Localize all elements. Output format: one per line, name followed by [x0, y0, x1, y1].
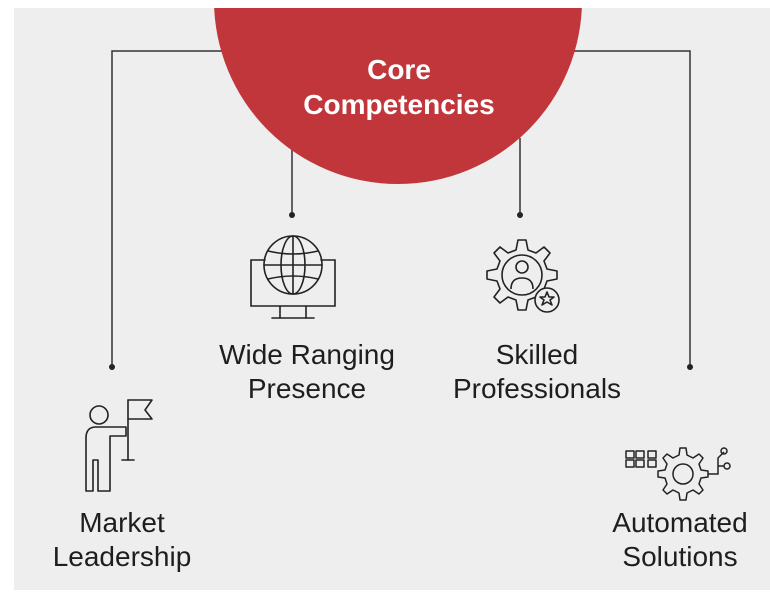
label-automated-solutions: Automated Solutions [580, 506, 770, 574]
automation-gear-icon [625, 447, 731, 501]
connector-dots [109, 212, 693, 370]
diagram-graphic [85, 8, 731, 501]
label-line: Automated [612, 507, 748, 538]
label-wide-ranging-presence: Wide Ranging Presence [192, 338, 422, 406]
dot-automated [687, 364, 693, 370]
label-line: Wide Ranging [219, 339, 395, 370]
label-market-leadership: Market Leadership [22, 506, 222, 574]
connector-automated [554, 50, 691, 366]
globe-monitor-icon [250, 235, 336, 319]
label-line: Skilled [495, 339, 579, 370]
dot-wide [289, 212, 295, 218]
diagram-panel: Core Competencies Market Leadership Wide… [14, 8, 770, 590]
person-flag-icon [85, 399, 153, 492]
gear-person-star-icon [486, 239, 560, 313]
core-competencies-title: Core Competencies [254, 52, 544, 122]
connector-lines [111, 50, 691, 366]
label-line: Market [79, 507, 165, 538]
dot-skilled [517, 212, 523, 218]
dot-market [109, 364, 115, 370]
label-line: Leadership [52, 541, 192, 572]
core-circle [214, 8, 582, 184]
label-line: Solutions [622, 541, 738, 572]
label-line: Presence [247, 373, 367, 404]
label-line: Professionals [452, 373, 622, 404]
label-skilled-professionals: Skilled Professionals [412, 338, 662, 406]
title-line-1: Core [367, 54, 431, 85]
title-line-2: Competencies [303, 89, 495, 120]
connector-market [111, 50, 244, 366]
